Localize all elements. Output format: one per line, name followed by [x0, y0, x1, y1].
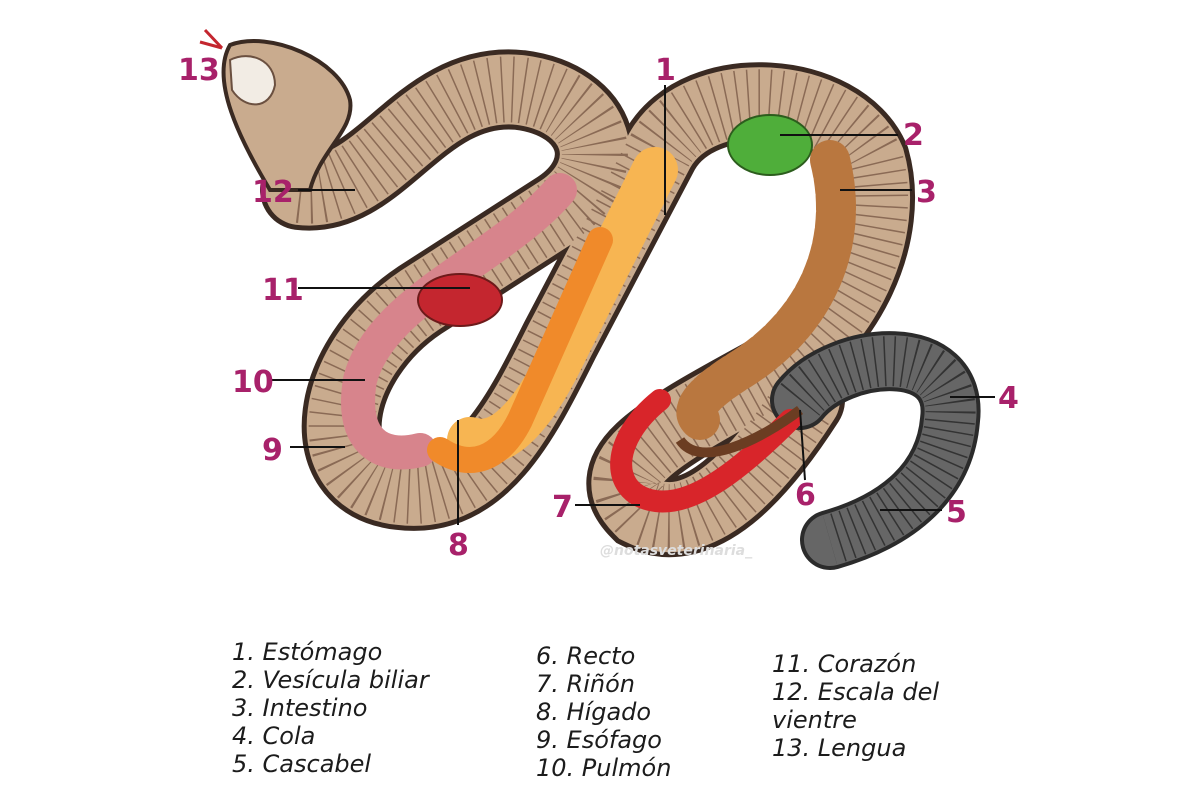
label-1: 1: [655, 53, 676, 88]
lung: [341, 173, 577, 470]
legend-item: 6. Recto: [536, 642, 636, 670]
legend-column-3: 11. Corazón 12. Escala del vientre 13. L…: [772, 650, 939, 762]
heart: [417, 273, 503, 327]
legend-item: 2. Vesícula biliar: [232, 666, 429, 694]
legend-column-2: 6. Recto 7. Riñón 8. Hígado 9. Esófago 1…: [536, 642, 671, 782]
label-5: 5: [946, 495, 967, 530]
legend-item: 4. Cola: [232, 722, 316, 750]
legend-item: 10. Pulmón: [536, 754, 672, 782]
label-4: 4: [998, 381, 1019, 416]
legend-item: 9. Esófago: [536, 726, 662, 754]
legend-item: 8. Hígado: [536, 698, 652, 726]
watermark: @notasveterinaria_: [600, 543, 753, 559]
label-9: 9: [262, 433, 283, 468]
label-6: 6: [795, 478, 816, 513]
label-13: 13: [178, 53, 220, 88]
tail: [770, 331, 981, 570]
legend-item: 5. Cascabel: [232, 750, 372, 778]
leader-lines: [270, 85, 995, 525]
label-12: 12: [252, 175, 294, 210]
label-10: 10: [232, 365, 274, 400]
legend-column-1: 1. Estómago 2. Vesícula biliar 3. Intest…: [232, 638, 429, 778]
legend-item: 1. Estómago: [232, 638, 383, 666]
tongue: [199, 28, 224, 50]
head: [199, 28, 353, 192]
legend-item: 12. Escala del: [772, 678, 940, 706]
label-2: 2: [903, 118, 924, 153]
liver: [427, 227, 613, 473]
number-labels: 1 2 3 4 5 6 7 8 9 10 11 12 13: [178, 53, 1019, 563]
legend-item: 3. Intestino: [232, 694, 368, 722]
rectum: [675, 405, 803, 458]
label-3: 3: [916, 175, 937, 210]
kidney: [610, 389, 801, 513]
intestine: [676, 140, 856, 440]
legend-item: 7. Riñón: [536, 670, 635, 698]
label-11: 11: [262, 273, 304, 308]
gallbladder: [727, 114, 813, 176]
legend-item: vientre: [772, 706, 857, 734]
legend-item: 13. Lengua: [772, 734, 907, 762]
label-8: 8: [448, 528, 469, 563]
organs: [341, 114, 856, 513]
label-7: 7: [552, 490, 573, 525]
legend-item: 11. Corazón: [772, 650, 917, 678]
